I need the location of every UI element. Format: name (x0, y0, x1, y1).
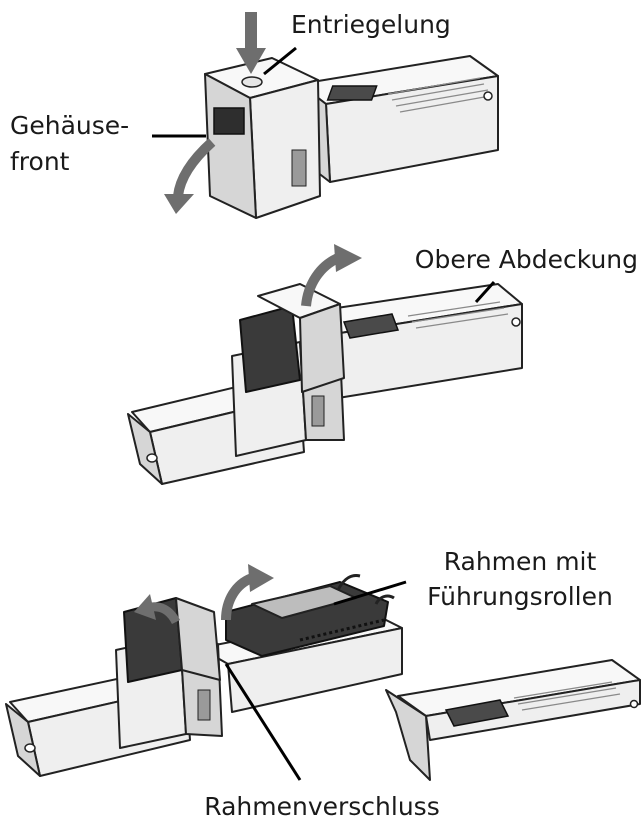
unit-2-center-housing (231, 283, 345, 457)
unit-3-center-housing (115, 597, 223, 749)
label-gehaeusefront-line1: Gehäuse- (10, 111, 129, 140)
step-2-front-opened (127, 244, 523, 485)
frame-lift-arrow (221, 564, 274, 621)
step-1-closed-unit (152, 12, 499, 219)
label-gehaeusefront-line2: front (10, 147, 70, 176)
removed-top-cover (385, 659, 641, 781)
unit-1-rear-body (299, 55, 499, 183)
entriegelung-leader-line (263, 46, 297, 76)
label-obere-abdeckung: Obere Abdeckung (415, 245, 638, 274)
obere-abdeckung-leader-line (474, 280, 496, 304)
label-rahmenverschluss: Rahmenverschluss (204, 792, 439, 821)
rahmen-leader-line (333, 580, 407, 606)
step-3-frame-removed (5, 564, 641, 781)
latch-open-arrow (134, 594, 181, 625)
label-entriegelung: Entriegelung (291, 10, 451, 39)
label-rahmen-line1: Rahmen mit (444, 547, 597, 576)
rahmenverschluss-leader-line (224, 663, 302, 781)
cover-lift-arrow (301, 244, 362, 307)
front-swing-arrow (164, 138, 216, 214)
label-rahmen-line2: Führungsrollen (427, 582, 613, 611)
release-press-arrow (236, 12, 266, 74)
unit-1-front-housing (204, 57, 321, 219)
